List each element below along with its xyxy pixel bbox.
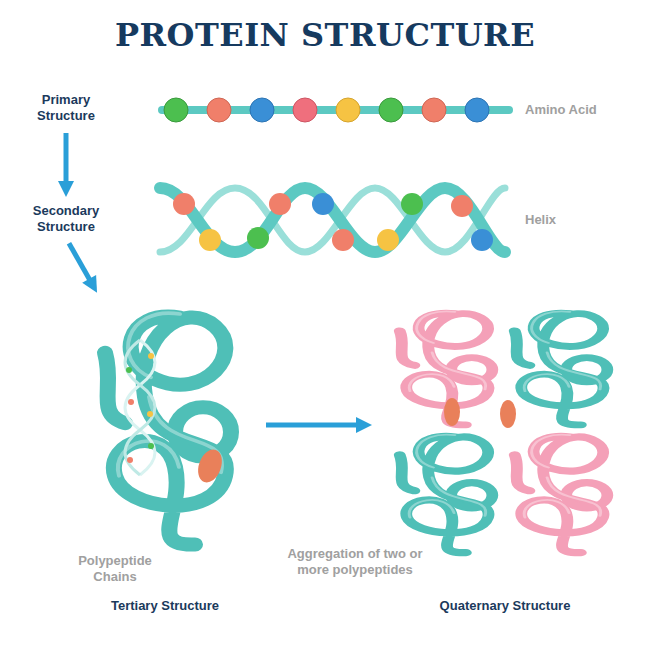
structure-label: Helix	[525, 212, 556, 227]
amino-bead	[293, 98, 317, 122]
teal-subunit	[400, 435, 493, 553]
cofactor-oval	[444, 398, 460, 426]
teal-subunit	[515, 311, 608, 424]
amino-dot	[126, 367, 132, 373]
helix-back	[160, 188, 505, 252]
amino-bead	[247, 227, 269, 249]
amino-bead	[377, 229, 399, 251]
part-caption: Polypeptide Chains	[65, 553, 165, 586]
arrow-head	[82, 275, 97, 293]
amino-bead	[250, 98, 274, 122]
stage-group: Secondary Structure	[20, 203, 112, 238]
amino-bead	[471, 229, 493, 251]
amino-dot	[127, 457, 133, 463]
amino-bead	[269, 193, 291, 215]
amino-bead	[422, 98, 446, 122]
arrow-shaft	[64, 133, 69, 185]
tertiary-tangle	[105, 313, 231, 544]
arrow-head	[58, 181, 74, 197]
amino-bead	[199, 229, 221, 251]
amino-dot	[147, 411, 153, 417]
pink-subunit	[515, 435, 608, 553]
amino-bead	[164, 98, 188, 122]
stage-group: Primary Structure	[20, 92, 112, 127]
amino-bead	[332, 229, 354, 251]
amino-dot	[128, 399, 134, 405]
diagram-title: PROTEIN STRUCTURE	[0, 16, 650, 54]
part-caption: Aggregation of two or more polypeptides	[270, 546, 440, 579]
stage-group: Aggregation of two or more polypeptidesQ…	[378, 298, 628, 640]
amino-dot	[148, 353, 154, 359]
amino-bead	[312, 193, 334, 215]
flow-arrow	[69, 243, 97, 293]
stage-name: Secondary Structure	[20, 203, 112, 236]
stage-name: Quaternary Structure	[435, 598, 575, 614]
arrow-head	[356, 417, 372, 433]
amino-bead	[207, 98, 231, 122]
arrow-shaft	[69, 243, 91, 282]
flow-arrow	[266, 417, 372, 433]
amino-bead	[173, 193, 195, 215]
amino-bead	[401, 193, 423, 215]
helix-front	[160, 188, 505, 252]
structure-label: Amino Acid	[525, 102, 597, 117]
amino-bead	[451, 195, 473, 217]
amino-dot	[148, 443, 154, 449]
amino-bead	[336, 98, 360, 122]
stage-name: Primary Structure	[20, 92, 112, 125]
flow-arrow	[58, 133, 74, 197]
amino-bead	[379, 98, 403, 122]
amino-bead	[465, 98, 489, 122]
inner-helix	[125, 340, 155, 475]
inner-helix	[125, 340, 155, 475]
stage-group: Polypeptide ChainsTertiary Structure	[60, 298, 260, 640]
cofactor-oval	[500, 400, 516, 428]
arrow-shaft	[266, 422, 360, 427]
cofactor-oval	[194, 446, 226, 485]
stage-name: Tertiary Structure	[100, 598, 230, 614]
